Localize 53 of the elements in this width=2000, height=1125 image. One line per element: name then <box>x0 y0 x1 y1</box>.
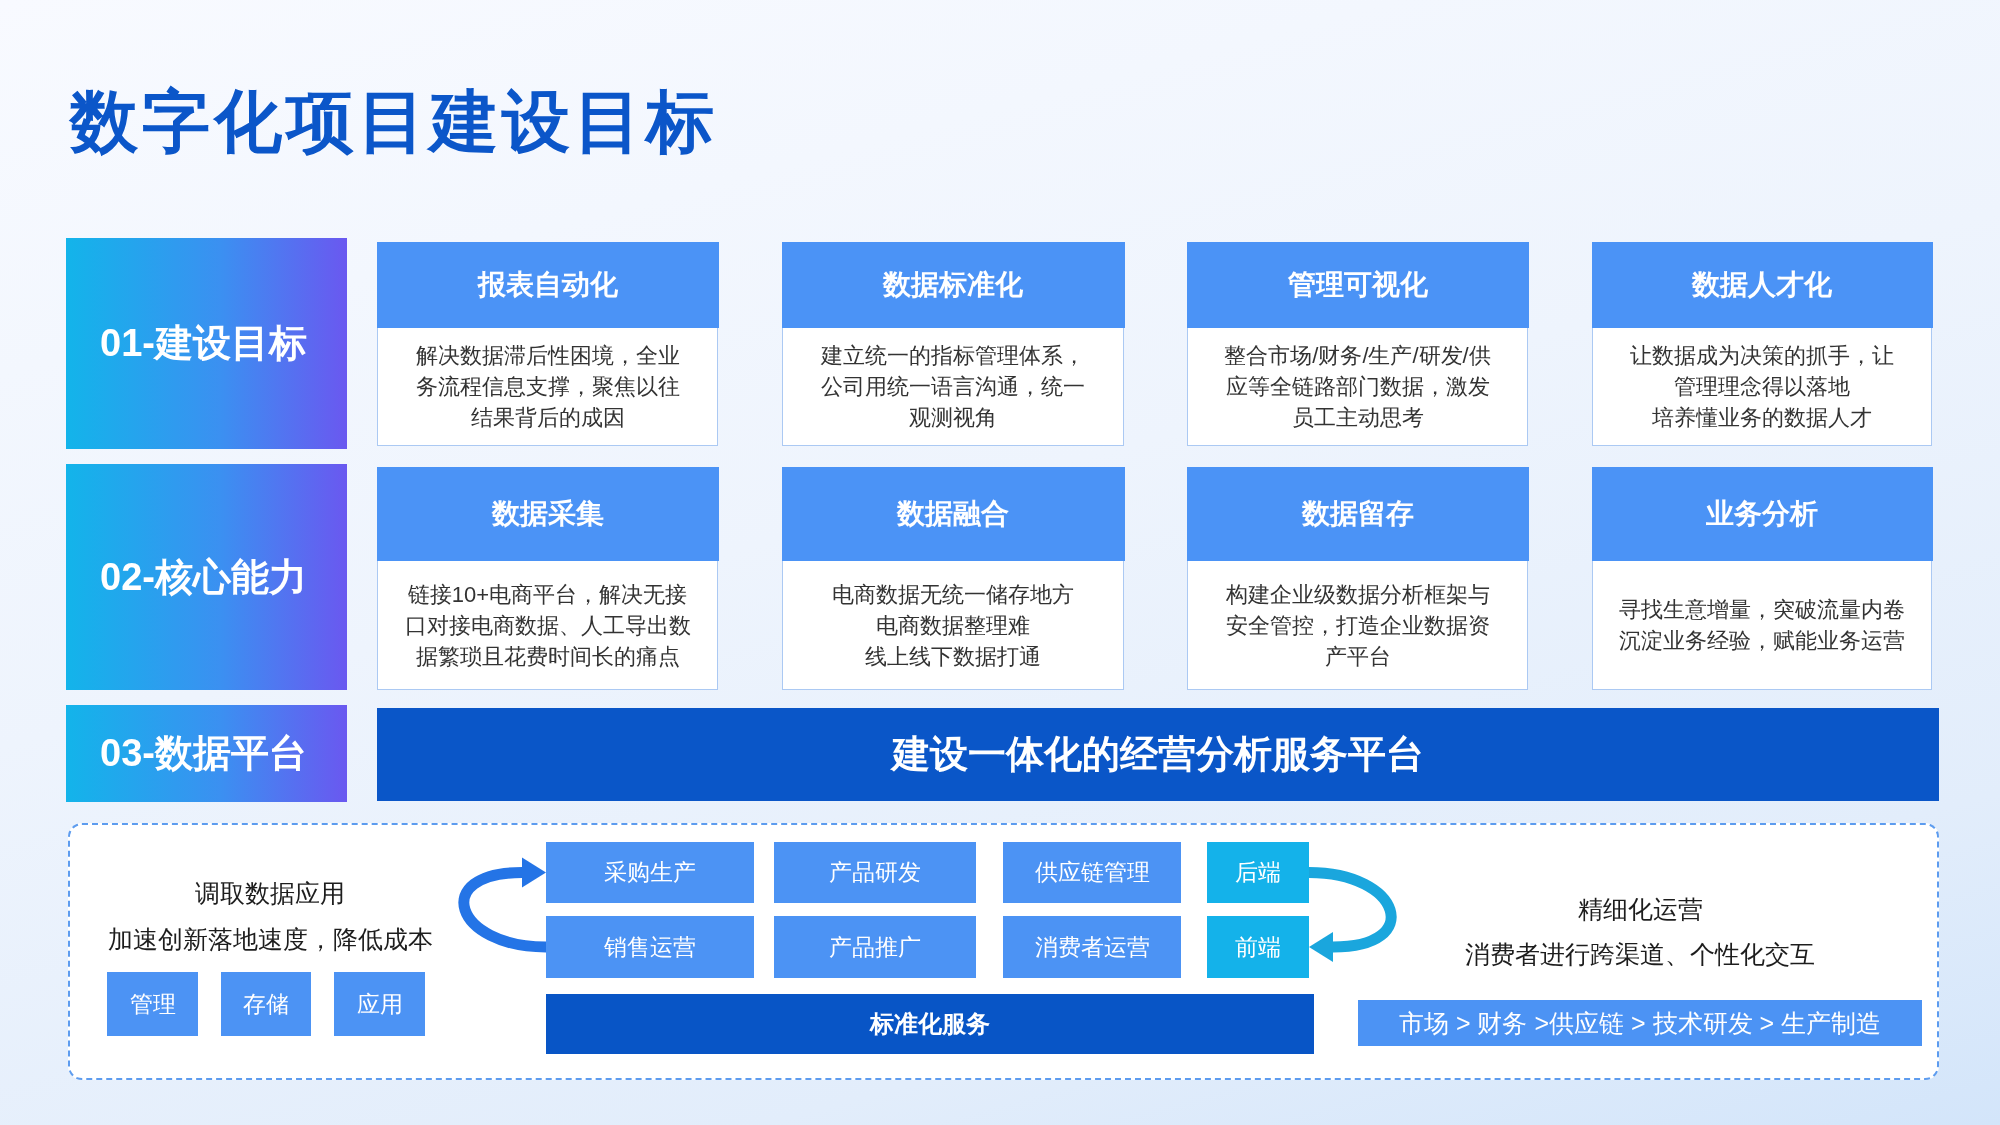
card-text: 解决数据滞后性困境，全业务流程信息支撑，聚焦以往结果背后的成因 <box>414 342 681 432</box>
row-header: 02-核心能力 <box>66 464 347 690</box>
card-text: 建立统一的指标管理体系，公司用统一语言沟通，统一观测视角 <box>820 342 1086 432</box>
card-text: 整合市场/财务/生产/研发/供应等全链路部门数据，激发员工主动思考 <box>1223 342 1492 432</box>
info-card <box>377 467 718 690</box>
card-text: 寻找生意增量，突破流量内卷 <box>1619 596 1905 624</box>
card-heading: 报表自动化 <box>376 241 719 328</box>
module-tile: 消费者运营 <box>1003 916 1181 978</box>
module-tile: 供应链管理 <box>1003 842 1181 903</box>
panel-text: 精细化运营 <box>1577 894 1703 924</box>
chain-bar: 市场 > 财务 >供应链 > 技术研发 > 生产制造 <box>1358 1000 1922 1046</box>
row-header: 03-数据平台 <box>66 705 347 802</box>
curved-arrow <box>1308 867 1397 962</box>
module-tile: 销售运营 <box>546 916 754 978</box>
service-bar: 标准化服务 <box>546 994 1314 1054</box>
layer-tile: 前端 <box>1207 916 1309 978</box>
info-card <box>377 242 718 446</box>
card-text: 电商数据整理难 <box>876 611 1030 640</box>
panel-text: 加速创新落地速度，降低成本 <box>107 924 433 954</box>
card-heading: 管理可视化 <box>1186 241 1529 328</box>
info-card <box>1592 467 1932 690</box>
module-tile: 产品推广 <box>774 916 976 978</box>
platform-banner: 建设一体化的经营分析服务平台 <box>377 708 1939 801</box>
curved-arrow <box>458 857 547 953</box>
module-tile: 产品研发 <box>774 842 976 903</box>
info-card <box>1592 242 1932 446</box>
card-heading: 数据留存 <box>1186 466 1529 561</box>
card-heading: 业务分析 <box>1591 466 1933 561</box>
module-tile: 应用 <box>334 972 425 1036</box>
info-card <box>782 467 1124 690</box>
module-tile: 管理 <box>107 972 198 1036</box>
card-text: 让数据成为决策的抓手，让管理理念得以落地 <box>1629 342 1895 401</box>
card-text: 沉淀业务经验，赋能业务运营 <box>1619 627 1905 655</box>
layer-tile: 后端 <box>1207 842 1309 903</box>
card-text: 链接10+电商平台，解决无接口对接电商数据、人工导出数据繁琐且花费时间长的痛点 <box>403 580 692 671</box>
dashed-panel <box>68 823 1939 1080</box>
row-header: 01-建设目标 <box>66 238 347 449</box>
card-text: 电商数据无统一储存地方 <box>832 580 1074 609</box>
module-tile: 采购生产 <box>546 842 754 903</box>
slide-title: 数字化项目建设目标 <box>70 84 718 159</box>
card-text: 构建企业级数据分析框架与安全管控，打造企业数据资产平台 <box>1224 580 1491 671</box>
panel-text: 消费者进行跨渠道、个性化交互 <box>1465 939 1815 969</box>
module-tile: 存储 <box>221 972 311 1036</box>
card-heading: 数据采集 <box>376 466 719 561</box>
panel-text: 调取数据应用 <box>195 878 345 908</box>
card-text: 线上线下数据打通 <box>865 642 1041 671</box>
card-heading: 数据融合 <box>781 466 1125 561</box>
card-heading: 数据人才化 <box>1591 241 1933 328</box>
info-card <box>1187 242 1528 446</box>
card-heading: 数据标准化 <box>781 241 1125 328</box>
card-text: 培养懂业务的数据人才 <box>1652 404 1872 432</box>
info-card <box>1187 467 1528 690</box>
info-card <box>782 242 1124 446</box>
